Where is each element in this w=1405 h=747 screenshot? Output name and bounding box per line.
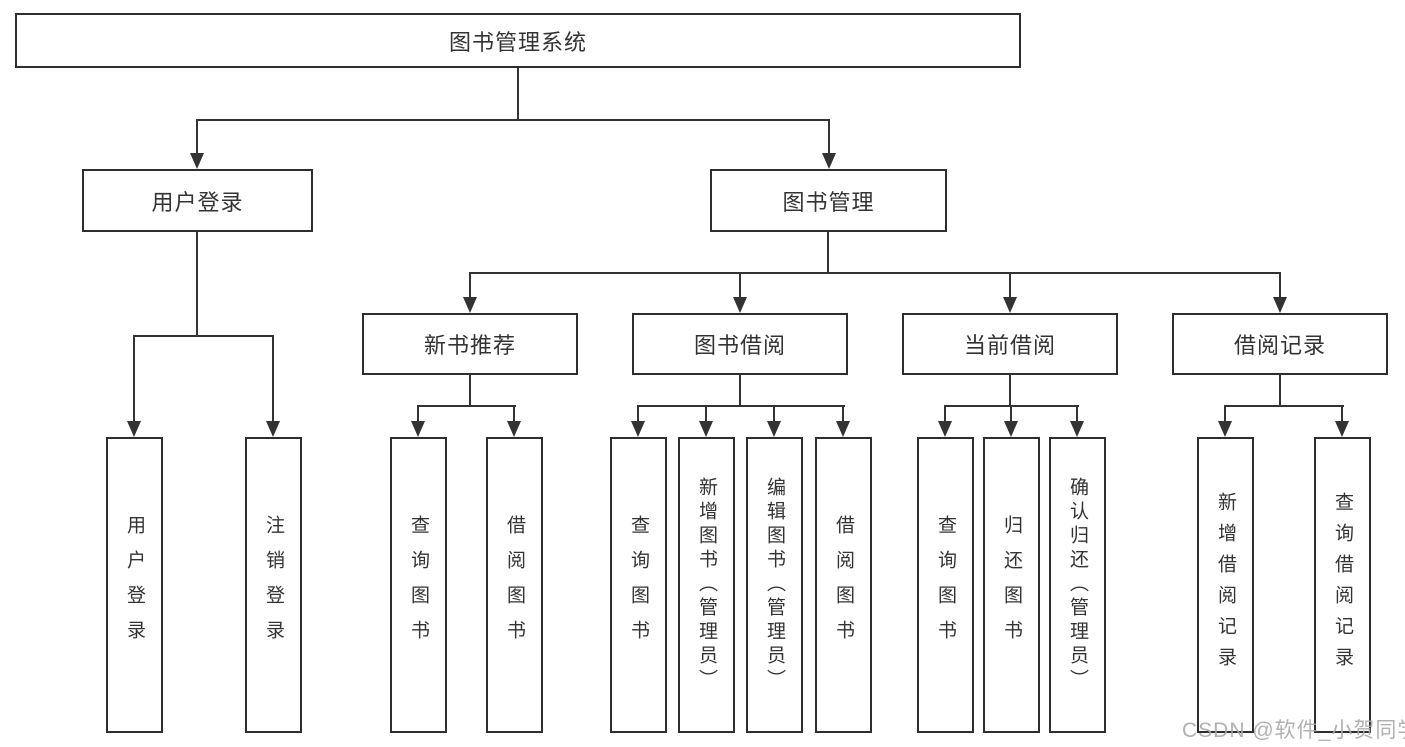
leaf-confirm-return-admin: 确认归还（管理员） [1049,437,1106,733]
connector-drop-level3 [469,272,471,299]
connector-borrow-records-stub [1279,375,1281,405]
arrowhead-down [767,421,781,437]
arrowhead-down [1335,421,1349,437]
arrowhead-down [1218,421,1232,437]
connector-drop-user-login [196,119,198,155]
connector-root-stub [517,68,519,119]
connector-drop-book-management [828,119,830,155]
connector-user-login-rail [133,335,274,337]
connector-book-management-stub [827,232,829,272]
arrowhead-down [1004,421,1018,437]
connector-drop-leaf [842,405,844,423]
connector-drop-leaf [1341,405,1343,423]
connector-drop-level3 [1009,272,1011,299]
connector-drop-level3 [1279,272,1281,299]
connector-drop-leaf [773,405,775,423]
connector-drop-leaf [1224,405,1226,423]
node-book-management: 图书管理 [710,169,947,232]
connector-drop-leaf [417,405,419,423]
arrowhead-down [190,153,204,169]
leaf-add-borrow-record: 新增借阅记录 [1197,437,1254,733]
connector-user-login-stub [196,232,198,335]
arrowhead-down [822,153,836,169]
connector-book-borrow-stub [739,375,741,405]
connector-new-book-rail [417,405,516,407]
arrowhead-down [733,297,747,313]
connector-drop-leaf [944,405,946,423]
arrowhead-down [1273,297,1287,313]
node-library-system: 图书管理系统 [15,13,1021,68]
node-current-borrow: 当前借阅 [902,313,1118,375]
arrowhead-down [127,421,141,437]
node-borrow-records: 借阅记录 [1172,313,1388,375]
leaf-user-login: 用户登录 [106,437,163,733]
arrowhead-down [507,421,521,437]
connector-drop-level3 [739,272,741,299]
connector-drop-leaf [705,405,707,423]
connector-book-borrow-rail [637,405,845,407]
leaf-edit-books-admin: 编辑图书（管理员） [746,437,803,733]
arrowhead-down [266,421,280,437]
connector-drop-leaf [133,335,135,423]
leaf-borrow-books: 借阅图书 [815,437,872,733]
connector-current-borrow-stub [1009,375,1011,405]
connector-borrow-records-rail [1224,405,1344,407]
connector-level2-rail [196,119,830,121]
leaf-logout: 注销登录 [245,437,302,733]
arrowhead-down [1003,297,1017,313]
leaf-borrow-books-recommend: 借阅图书 [486,437,543,733]
node-user-login: 用户登录 [82,169,313,232]
node-new-book-recommend: 新书推荐 [362,313,578,375]
arrowhead-down [699,421,713,437]
leaf-add-books-admin: 新增图书（管理员） [678,437,735,733]
node-book-borrow: 图书借阅 [632,313,848,375]
leaf-query-books-recommend: 查询图书 [390,437,447,733]
arrowhead-down [631,421,645,437]
arrowhead-down [836,421,850,437]
leaf-query-books-borrow: 查询图书 [610,437,667,733]
arrowhead-down [1070,421,1084,437]
connector-drop-leaf [513,405,515,423]
leaf-query-books-current: 查询图书 [917,437,974,733]
arrowhead-down [938,421,952,437]
arrowhead-down [411,421,425,437]
connector-new-book-stub [469,375,471,405]
connector-drop-leaf [637,405,639,423]
leaf-query-borrow-record: 查询借阅记录 [1314,437,1371,733]
connector-drop-leaf [272,335,274,423]
connector-drop-leaf [1076,405,1078,423]
leaf-return-books: 归还图书 [983,437,1040,733]
csdn-watermark: CSDN @软件_小贺同学 [1182,719,1405,742]
connector-drop-leaf [1010,405,1012,423]
connector-level3-rail [469,272,1281,274]
arrowhead-down [463,297,477,313]
